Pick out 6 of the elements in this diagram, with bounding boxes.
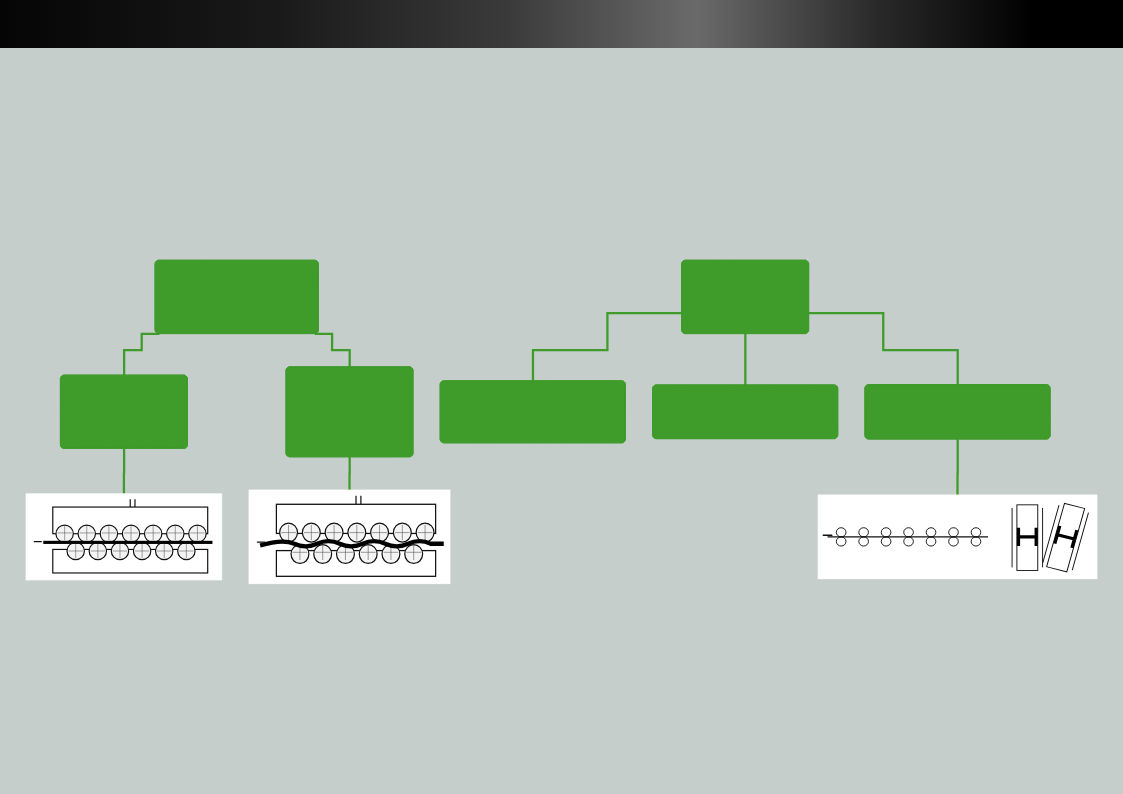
connector-line — [348, 456, 352, 492]
connector-line — [122, 447, 126, 495]
roller-mill-drawing — [248, 489, 451, 585]
connector-line — [122, 332, 160, 377]
roller-mill-drawing — [25, 493, 223, 581]
roller-line-drawing — [817, 494, 1098, 580]
